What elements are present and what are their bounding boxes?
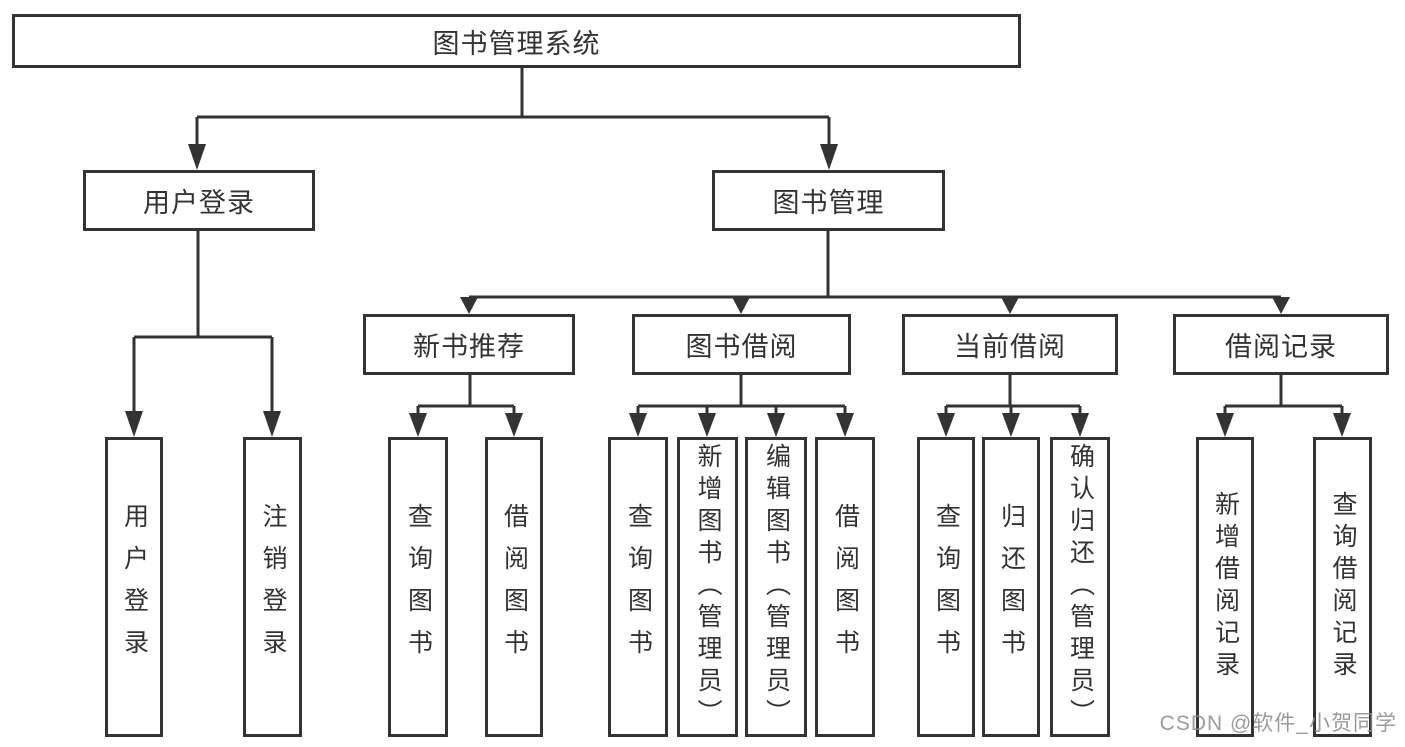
node-borrow-records: 借阅记录 <box>1173 314 1389 375</box>
node-root-library-management-system: 图书管理系统 <box>12 14 1021 68</box>
node-book-management: 图书管理 <box>712 170 945 231</box>
leaf-query-books-borrow: 查询图书 <box>608 437 668 737</box>
leaf-user-login: 用户登录 <box>105 437 163 737</box>
leaf-borrow-books-recommend: 借阅图书 <box>485 437 543 737</box>
node-user-login: 用户登录 <box>83 170 315 231</box>
leaf-logout: 注销登录 <box>243 437 302 737</box>
leaf-return-books: 归还图书 <box>982 437 1040 737</box>
node-new-book-recommend: 新书推荐 <box>363 314 575 375</box>
leaf-add-borrow-record: 新增借阅记录 <box>1196 437 1254 737</box>
leaf-query-books-recommend: 查询图书 <box>388 437 448 737</box>
leaf-confirm-return-admin: 确认归还（管理员） <box>1050 437 1110 737</box>
leaf-query-books-current: 查询图书 <box>917 437 975 737</box>
node-current-borrow: 当前借阅 <box>902 314 1118 375</box>
node-book-borrow: 图书借阅 <box>632 314 851 375</box>
csdn-watermark: CSDN @软件_小贺同学 <box>1159 712 1397 735</box>
leaf-edit-books-admin: 编辑图书（管理员） <box>745 437 807 737</box>
leaf-borrow-books: 借阅图书 <box>815 437 875 737</box>
leaf-query-borrow-record: 查询借阅记录 <box>1313 437 1372 737</box>
leaf-add-books-admin: 新增图书（管理员） <box>677 437 738 737</box>
